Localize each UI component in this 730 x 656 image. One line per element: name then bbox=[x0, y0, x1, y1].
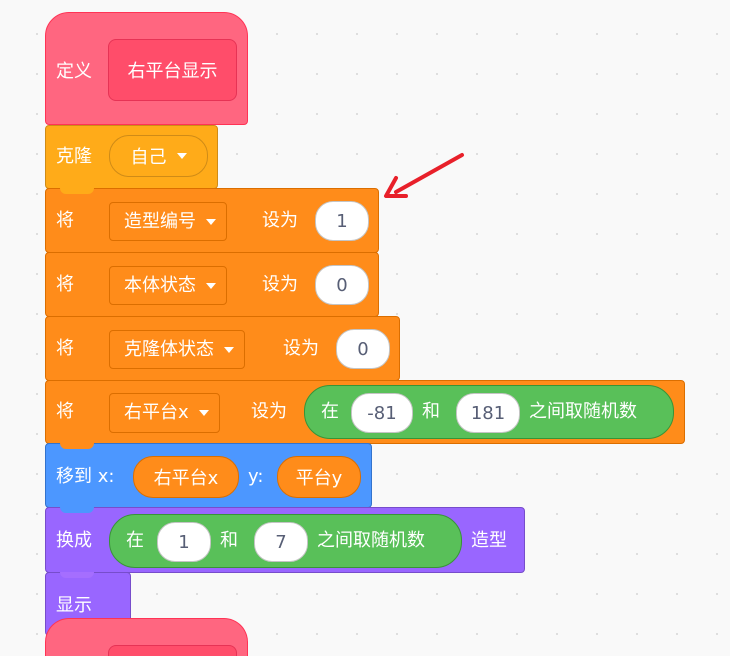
clone-label: 克隆 bbox=[56, 146, 92, 167]
show-label: 显示 bbox=[56, 595, 92, 616]
variable-name: 右平台x bbox=[124, 402, 189, 423]
define-name: 右平台显示 bbox=[127, 61, 218, 82]
clone-target-value: 自己 bbox=[130, 147, 167, 168]
set-variable-block[interactable]: 将 造型编号 设为 1 bbox=[45, 188, 379, 253]
pick-random-reporter[interactable]: 在 -81 和 181 之间取随机数 bbox=[304, 385, 674, 439]
chevron-down-icon bbox=[224, 346, 234, 353]
goto-y-label: y: bbox=[248, 466, 264, 487]
define-hat-block[interactable]: 定义 右平台显示 bbox=[45, 12, 248, 125]
variable-name: 本体状态 bbox=[124, 274, 196, 296]
block-notch bbox=[60, 507, 94, 513]
set-verb: 设为 bbox=[262, 210, 298, 231]
set-label: 将 bbox=[56, 401, 74, 422]
create-clone-block[interactable]: 克隆 自己 bbox=[45, 125, 218, 189]
chevron-down-icon bbox=[198, 410, 209, 416]
set-verb: 设为 bbox=[262, 274, 298, 295]
variable-dropdown[interactable]: 克隆体状态 bbox=[109, 330, 245, 369]
variable-name: 克隆体状态 bbox=[124, 338, 214, 360]
variable-name: 造型编号 bbox=[124, 210, 196, 232]
random-from-input[interactable]: -81 bbox=[351, 393, 413, 433]
block-notch bbox=[60, 572, 94, 578]
set-label: 将 bbox=[56, 210, 74, 231]
red-arrow-icon bbox=[384, 153, 464, 198]
block-notch bbox=[60, 188, 94, 194]
chevron-down-icon bbox=[206, 282, 216, 289]
random-to-input[interactable]: 181 bbox=[456, 393, 520, 433]
go-to-xy-block[interactable]: 移到 x: 右平台x y: 平台y bbox=[45, 443, 372, 508]
define-keyword: 定义 bbox=[56, 61, 92, 82]
set-label: 将 bbox=[56, 338, 74, 359]
pick-random-reporter[interactable]: 在 1 和 7 之间取随机数 bbox=[109, 514, 462, 568]
set-label: 将 bbox=[56, 274, 74, 295]
random-prefix: 在 bbox=[321, 401, 339, 422]
value-input[interactable]: 0 bbox=[336, 329, 390, 369]
variable-dropdown[interactable]: 造型编号 bbox=[109, 202, 227, 241]
random-to-input[interactable]: 7 bbox=[254, 522, 308, 562]
set-variable-block[interactable]: 将 克隆体状态 设为 0 bbox=[45, 316, 400, 381]
random-and: 和 bbox=[220, 530, 238, 551]
set-variable-block[interactable]: 将 本体状态 设为 0 bbox=[45, 252, 379, 317]
y-reporter[interactable]: 平台y bbox=[277, 456, 361, 498]
switch-label: 换成 bbox=[56, 530, 92, 551]
random-from-input[interactable]: 1 bbox=[157, 522, 211, 562]
random-suffix: 之间取随机数 bbox=[529, 401, 637, 422]
set-variable-block[interactable]: 将 右平台x 设为 在 -81 和 181 之间取随机数 bbox=[45, 380, 685, 444]
define-prototype bbox=[108, 645, 237, 656]
chevron-down-icon bbox=[206, 218, 216, 225]
random-and: 和 bbox=[422, 401, 440, 422]
goto-label: 移到 x: bbox=[56, 466, 115, 487]
switch-costume-block[interactable]: 换成 在 1 和 7 之间取随机数 造型 bbox=[45, 507, 525, 573]
variable-dropdown[interactable]: 右平台x bbox=[109, 393, 220, 433]
value-input[interactable]: 0 bbox=[315, 265, 369, 305]
x-reporter[interactable]: 右平台x bbox=[133, 456, 239, 498]
set-verb: 设为 bbox=[251, 401, 287, 422]
random-suffix: 之间取随机数 bbox=[317, 530, 425, 551]
define-prototype: 右平台显示 bbox=[108, 39, 237, 101]
clone-target-dropdown[interactable]: 自己 bbox=[109, 135, 208, 177]
value-input[interactable]: 1 bbox=[315, 201, 369, 241]
set-verb: 设为 bbox=[283, 338, 319, 359]
define-hat-block[interactable] bbox=[45, 618, 248, 656]
random-prefix: 在 bbox=[126, 530, 144, 551]
switch-suffix: 造型 bbox=[471, 530, 507, 551]
block-notch bbox=[60, 443, 94, 449]
chevron-down-icon bbox=[176, 153, 187, 159]
variable-dropdown[interactable]: 本体状态 bbox=[109, 266, 227, 305]
